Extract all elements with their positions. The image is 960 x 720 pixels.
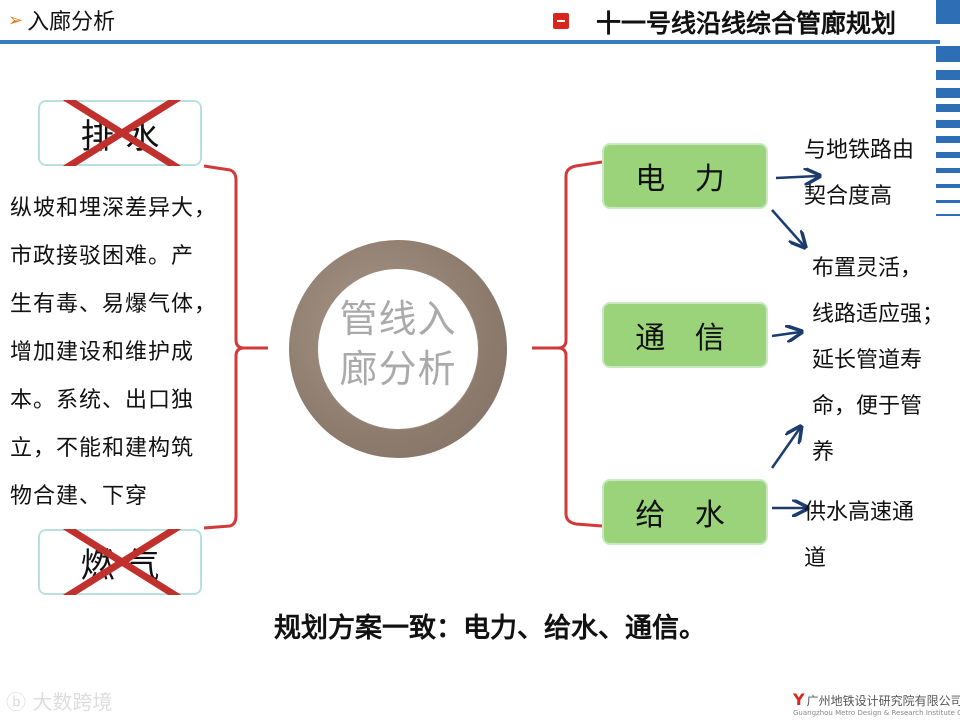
arrow-water-a bbox=[770, 428, 800, 469]
reason-line: 生有毒、易爆气体， bbox=[10, 292, 218, 317]
reason-line: 立，不能和建构筑 bbox=[10, 436, 195, 461]
note-water-channel: 供水高速通 道 bbox=[804, 500, 915, 571]
center-ring-inner bbox=[317, 268, 479, 430]
section-title-text: 入廊分析 bbox=[27, 10, 116, 35]
center-label: 管线入 廊分析 bbox=[339, 297, 457, 391]
included-telecom-box: 通 信 bbox=[602, 302, 768, 368]
logo-icon bbox=[553, 13, 569, 29]
included-water-box: 给 水 bbox=[602, 479, 768, 545]
arrow-telecom bbox=[771, 332, 800, 336]
cross-out-icon bbox=[63, 100, 181, 166]
arrow-power-b bbox=[771, 209, 804, 246]
chevron-right-icon: ➢ bbox=[8, 9, 24, 31]
included-power-box: 电 力 bbox=[602, 143, 768, 209]
arrow-power-a bbox=[775, 176, 818, 178]
reason-line: 本。系统、出口独 bbox=[10, 388, 195, 413]
watermark-left: ⓑ 大数跨境 bbox=[6, 690, 113, 714]
right-bracket bbox=[532, 160, 603, 528]
section-title: ➢ 入廊分析 bbox=[8, 4, 115, 36]
conclusion-text: 规划方案一致：电力、给水、通信。 bbox=[274, 613, 706, 644]
note-route-match: 与地铁路由 契合度高 bbox=[804, 138, 915, 209]
excluded-gas-box: 燃 气 bbox=[38, 529, 202, 595]
excluded-drainage-box: 排 水 bbox=[38, 100, 202, 166]
note-flexibility: 布置灵活， 线路适应强； 延长管道寿 命，便于管 养 bbox=[812, 256, 945, 465]
reason-line: 增加建设和维护成 bbox=[10, 340, 195, 365]
page-title: 十一号线沿线综合管廊规划 bbox=[596, 9, 897, 38]
company-logo-icon: Y bbox=[793, 690, 805, 709]
header-divider bbox=[0, 40, 940, 44]
exclusion-reasons: 纵坡和埋深差异大， 市政接驳困难。产 生有毒、易爆气体， 增加建设和维护成 本。… bbox=[10, 185, 240, 521]
watermark-logo-icon: ⓑ bbox=[6, 690, 26, 714]
decorative-bars bbox=[936, 0, 960, 225]
reason-line: 物合建、下穿 bbox=[10, 484, 149, 509]
cross-out-icon bbox=[63, 529, 181, 595]
reason-line: 市政接驳困难。产 bbox=[10, 244, 195, 269]
left-bracket bbox=[203, 164, 268, 530]
reason-line: 纵坡和埋深差异大， bbox=[10, 196, 218, 221]
